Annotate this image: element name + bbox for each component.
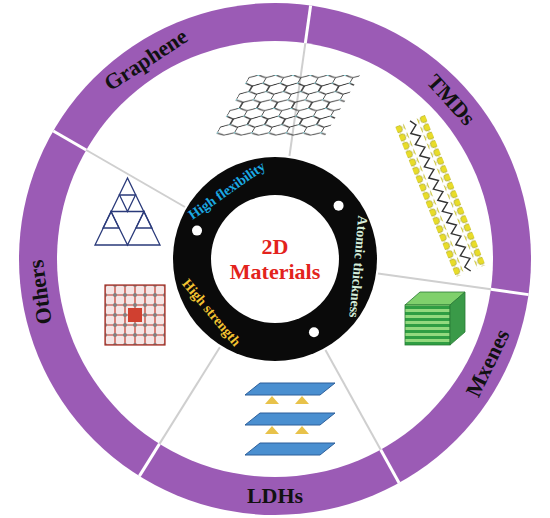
outer-ring bbox=[19, 3, 531, 515]
tmd-layer bbox=[395, 115, 485, 277]
inner-field bbox=[57, 41, 493, 477]
graphene-sheet bbox=[215, 75, 360, 136]
mof-lattice bbox=[105, 285, 165, 345]
sector-label-box: LDHs bbox=[244, 483, 306, 509]
triangle-framework bbox=[95, 178, 160, 245]
center-title: 2D Materials bbox=[220, 234, 330, 285]
mxene-block bbox=[405, 292, 465, 345]
property-ring: High flexibilityAtomic thicknessHigh str… bbox=[173, 157, 377, 361]
center-circle: 2D Materials bbox=[211, 195, 339, 323]
sector-label: LDHs bbox=[244, 483, 306, 509]
sector-dividers bbox=[53, 5, 528, 482]
ldh-layers bbox=[245, 383, 335, 455]
